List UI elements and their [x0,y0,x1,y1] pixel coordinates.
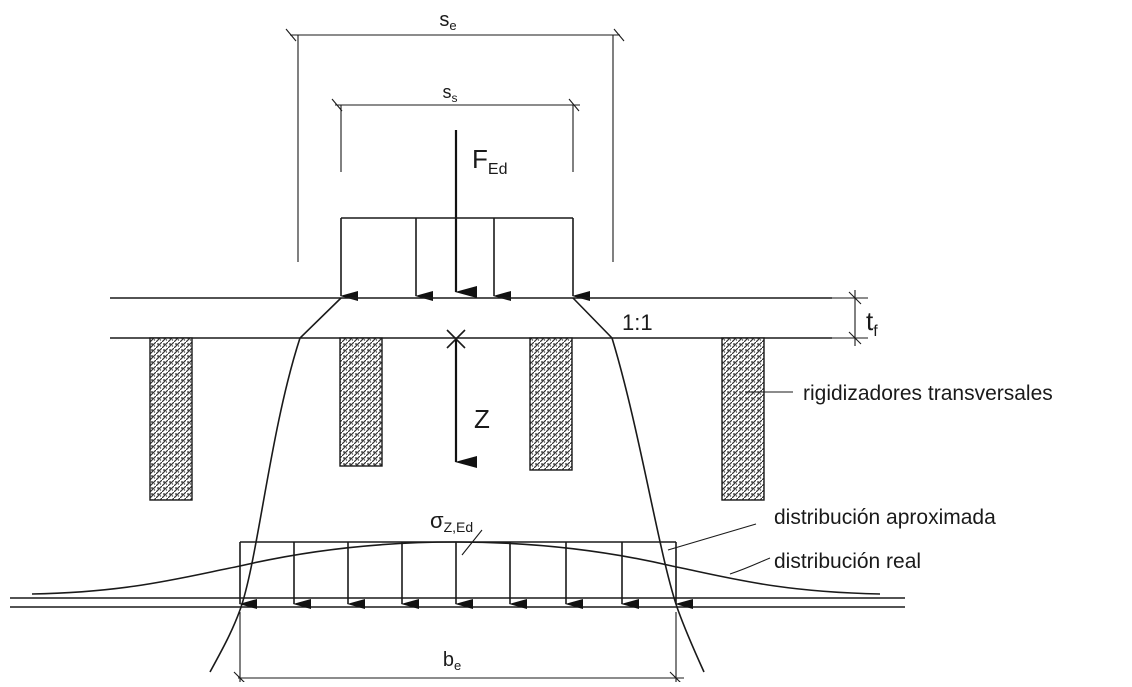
label-sigma-sub: Z,Ed [444,519,474,535]
stiffener-1 [149,337,193,501]
svg-text:se: se [439,9,456,33]
load-spread-curves [209,297,705,673]
stiffener-3 [529,337,573,471]
label-t-f-sub: f [873,323,878,340]
svg-text:σZ,Ed: σZ,Ed [430,508,473,535]
dimension-t-f: tf [820,290,878,346]
dimension-s-e: se [285,9,625,262]
label-s-e: s [439,9,449,31]
label-s-s-sub: s [452,91,458,105]
spread-curve-left [209,297,342,673]
label-force-sub: Ed [488,161,508,178]
label-s-s: s [443,82,452,102]
svg-text:ss: ss [443,82,458,105]
approx-leader [667,523,757,551]
upper-load-block [340,217,590,301]
real-leader [729,557,771,575]
label-b-e: b [443,649,454,671]
transverse-stiffeners [149,337,765,501]
label-z-axis: Z [474,404,490,434]
label-b-e-sub: e [454,658,461,673]
svg-text:FEd: FEd [472,144,507,178]
dimension-s-s: ss [331,82,580,172]
z-axis: Z [446,329,490,468]
spread-curve-right [572,297,705,673]
svg-text:be: be [443,649,461,673]
label-approx-distribution: distribución aproximada [774,506,996,529]
stiffener-2 [339,337,383,467]
force-arrow-f-ed: FEd [454,130,507,298]
lower-flange [10,597,905,608]
flange-plate [110,297,832,339]
approx-distribution-block [239,541,693,609]
label-s-e-sub: e [449,18,456,33]
label-force: F [472,144,488,174]
label-t-f: t [866,306,874,336]
label-stiffeners: rigidizadores transversales [803,382,1053,405]
label-real-distribution: distribución real [774,550,921,573]
label-sigma: σ [430,508,444,533]
stiffener-4 [721,337,765,501]
svg-text:tf: tf [866,306,878,340]
sigma-leader [461,529,483,556]
label-slope: 1:1 [622,310,653,335]
dimension-b-e: be [233,612,684,685]
